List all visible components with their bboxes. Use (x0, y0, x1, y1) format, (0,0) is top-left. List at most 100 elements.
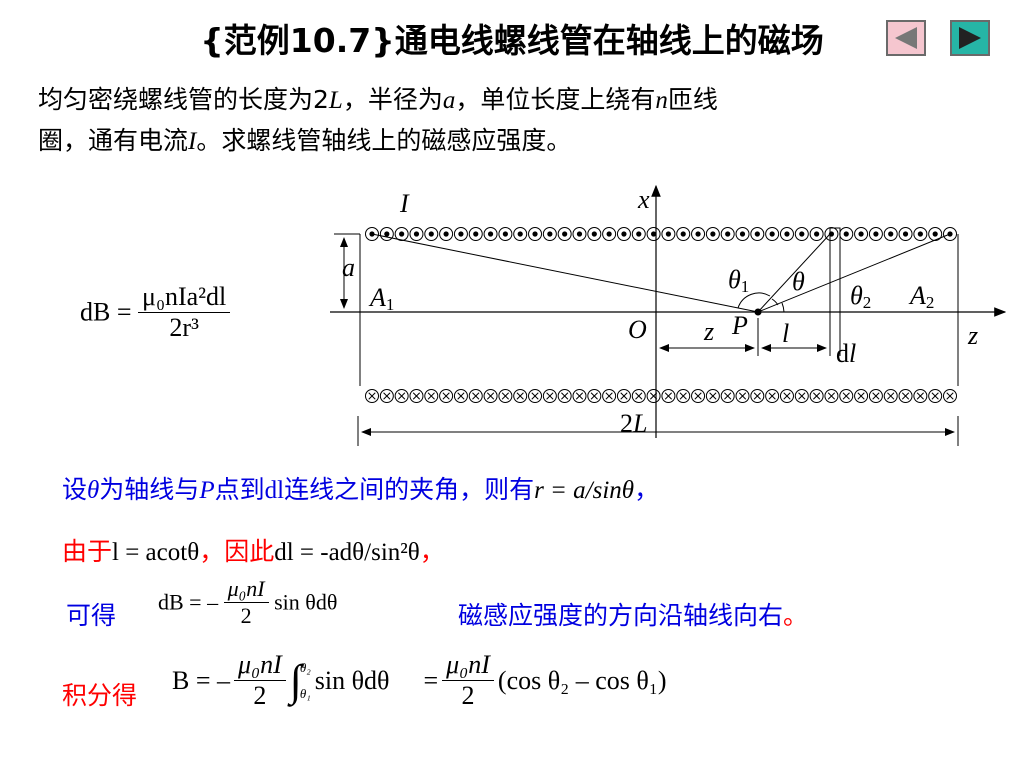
coil-dot (917, 231, 923, 237)
coil-dot (532, 231, 538, 237)
label-l-distance: l (782, 319, 789, 348)
label-theta2: θ2 (850, 281, 871, 312)
coil-dot (902, 231, 909, 237)
label-x-axis: x (637, 185, 650, 214)
coil-dot (710, 231, 716, 237)
coil-dot (769, 231, 775, 237)
page-title: {范例10.7}通电线螺线管在轴线上的磁场 (200, 21, 824, 60)
coil-dot (621, 231, 627, 237)
coil-dot (888, 231, 894, 237)
coil-cross (694, 392, 702, 400)
coil-cross (709, 392, 717, 400)
coil-cross (590, 392, 598, 400)
label-radius-a: a (342, 253, 355, 282)
coil-dot (384, 231, 390, 237)
coil-cross (368, 392, 376, 400)
prev-slide-button[interactable] (886, 20, 926, 56)
coil-dot (636, 231, 642, 237)
coil-dot (799, 231, 805, 237)
coil-cross (516, 392, 524, 400)
coil-cross (827, 392, 836, 400)
coil-cross (768, 392, 776, 400)
coil-dot (650, 231, 657, 237)
coil-cross (605, 392, 613, 400)
coil-dot (562, 231, 568, 237)
formula-dB: dB = μ₀nIa²dl 2r³ (80, 282, 231, 343)
coil-dot (399, 231, 405, 237)
coil-dot (932, 231, 938, 237)
label-theta: θ (792, 267, 805, 296)
coil-cross (457, 392, 465, 400)
label-z-distance: z (703, 317, 714, 346)
coil-cross (442, 392, 450, 400)
coil-cross (531, 392, 539, 400)
coil-cross (561, 392, 569, 400)
coil-dot (428, 231, 434, 237)
explanation-line-1: 设θ为轴线与P点到dl连线之间的夹角，则有r = a/sinθ， (62, 475, 660, 504)
coil-dot (576, 231, 583, 237)
coil-cross (901, 392, 910, 400)
next-slide-button[interactable] (950, 20, 990, 56)
coil-dot (473, 231, 479, 237)
triangle-right-icon (959, 27, 981, 49)
ray-to-A2 (757, 233, 951, 313)
coil-cross (679, 392, 687, 400)
coil-cross (931, 392, 939, 400)
coil-cross (946, 392, 954, 400)
coil-cross (383, 392, 391, 400)
problem-statement: 均匀密绕螺线管的长度为2L，半径为a，单位长度上绕有n匝线 圈，通有电流I。求螺… (38, 80, 988, 162)
coil-dot (843, 231, 849, 237)
problem-line-2: 圈，通有电流I。求螺线管轴线上的磁感应强度。 (38, 126, 572, 155)
label-dl: dl (836, 339, 856, 368)
coil-cross (724, 392, 732, 400)
ray-to-A1 (371, 233, 759, 313)
coil-cross (887, 392, 895, 400)
coil-cross (635, 392, 643, 400)
coil-cross (501, 392, 509, 400)
formula-dB-theta: dB = – μ₀nI 2 sin θdθ (158, 576, 338, 628)
coil-cross (783, 392, 791, 400)
direction-text: 磁感应强度的方向沿轴线向右。 (458, 601, 809, 630)
coil-cross (472, 392, 480, 400)
point-P (754, 308, 762, 316)
label-integrate: 积分得 (62, 681, 138, 710)
solenoid-diagram: I x a A1 A2 θ1 θ θ2 O z P l z dl 2L (330, 184, 1007, 446)
theta1-arc (737, 292, 771, 309)
coil-dot (591, 231, 597, 237)
formula-B-integral: B = – μ₀nI 2 ∫ θ₂ θ₁ sin θdθ = μ₀nI 2 (c… (172, 650, 667, 710)
coil-cross (412, 392, 421, 400)
coil-cross (398, 392, 406, 400)
coil-dot (502, 231, 508, 237)
coil-dot (739, 231, 746, 237)
coil-dot (695, 231, 701, 237)
coil-dot (458, 231, 464, 237)
coil-dot (413, 231, 420, 237)
label-2L: 2L (620, 409, 647, 438)
coil-dot (547, 231, 553, 237)
label-theta1: θ1 (728, 265, 749, 296)
coil-cross (872, 392, 880, 400)
coil-cross (753, 392, 761, 400)
label-A2: A2 (908, 281, 934, 312)
problem-line-1: 均匀密绕螺线管的长度为2L，半径为a，单位长度上绕有n匝线 (38, 85, 718, 114)
coil-dot (665, 231, 672, 237)
bottom-coil-row (365, 389, 957, 403)
label-origin-O: O (628, 315, 647, 344)
coil-dot (873, 231, 879, 237)
triangle-left-icon (895, 27, 917, 49)
coil-cross (798, 392, 806, 400)
top-coil-row (365, 227, 957, 241)
coil-dot (487, 231, 494, 237)
coil-cross (486, 392, 495, 400)
coil-cross (664, 392, 673, 400)
coil-dot (680, 231, 686, 237)
coil-dot (517, 231, 523, 237)
coil-dot (606, 231, 612, 237)
explanation-line-2: 由于l = acotθ，因此dl = -adθ/sin²θ， (62, 537, 445, 566)
coil-cross (738, 392, 747, 400)
coil-cross (916, 392, 924, 400)
label-point-P: P (731, 311, 748, 340)
label-A1: A1 (368, 283, 394, 314)
label-ke-de: 可得 (66, 601, 117, 630)
label-current-I: I (399, 189, 410, 218)
